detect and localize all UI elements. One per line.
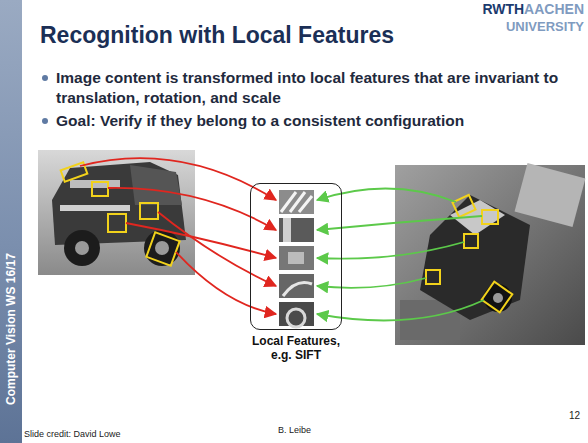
slide-credit: Slide credit: David Lowe	[24, 429, 121, 439]
feature-box	[146, 232, 179, 265]
logo-line: UNIVERSITY	[482, 18, 584, 34]
patch	[279, 246, 314, 270]
bullet-item: Goal: Verify if they belong to a consist…	[40, 111, 570, 131]
feature-box-frame: Local Features, e.g. SIFT	[250, 183, 342, 330]
truck-wheel	[64, 230, 100, 266]
feature-box	[140, 203, 158, 219]
green-arrows	[317, 188, 484, 320]
feature-box	[426, 270, 440, 284]
patch-texture	[281, 192, 312, 212]
author: B. Leibe	[278, 425, 311, 435]
feature-box	[482, 210, 498, 224]
logo-word: AACHEN	[524, 1, 584, 17]
feature-box	[452, 195, 475, 217]
wheel-hub	[155, 241, 169, 255]
photo-ground	[38, 150, 195, 275]
truck-body	[420, 195, 530, 320]
truck-wheel	[484, 284, 512, 312]
bullet-text: Image content is transformed into local …	[56, 69, 558, 106]
truck-cab	[130, 165, 182, 205]
red-arrows	[80, 158, 276, 314]
patch	[279, 274, 314, 298]
bullet-dot	[42, 75, 48, 81]
university-logo: RWTHAACHEN UNIVERSITY	[482, 1, 584, 34]
bullet-item: Image content is transformed into local …	[40, 68, 570, 108]
course-name: Computer Vision WS 16/17	[3, 255, 19, 405]
feature-boxes	[426, 195, 512, 312]
match-arrow	[317, 300, 484, 320]
patch-texture	[283, 283, 312, 297]
bullet-text: Goal: Verify if they belong to a consist…	[56, 112, 464, 129]
match-arrow	[317, 188, 456, 202]
match-arrow	[317, 242, 464, 259]
page-number: 12	[569, 410, 580, 421]
feature-box	[464, 234, 478, 248]
feature-box	[108, 214, 126, 232]
truck-wheel	[144, 230, 180, 266]
match-arrow	[158, 212, 276, 286]
truck-stripe	[60, 205, 130, 211]
slide-title: Recognition with Local Features	[40, 22, 394, 49]
patch	[279, 218, 314, 242]
match-arrow	[317, 278, 426, 288]
patch-texture	[287, 309, 305, 327]
bullet-dot	[42, 118, 48, 124]
clutter	[515, 163, 586, 227]
feature-box	[92, 182, 108, 196]
wheel-hub	[493, 293, 503, 303]
left-photo	[38, 150, 195, 275]
patch-texture	[283, 218, 291, 242]
patch	[279, 190, 314, 214]
match-arrow	[176, 252, 276, 314]
logo-word: RWTH	[482, 1, 524, 17]
patch	[279, 302, 314, 326]
feature-box	[482, 282, 513, 313]
logo-word: UNIVERSITY	[506, 19, 584, 34]
match-arrow	[126, 223, 276, 258]
wheel-hub	[75, 241, 89, 255]
box-caption: Local Features, e.g. SIFT	[242, 334, 350, 363]
logo-line: RWTHAACHEN	[482, 1, 584, 17]
bullet-list: Image content is transformed into local …	[40, 68, 570, 134]
patch-texture	[288, 252, 304, 264]
feature-patches	[279, 190, 314, 327]
